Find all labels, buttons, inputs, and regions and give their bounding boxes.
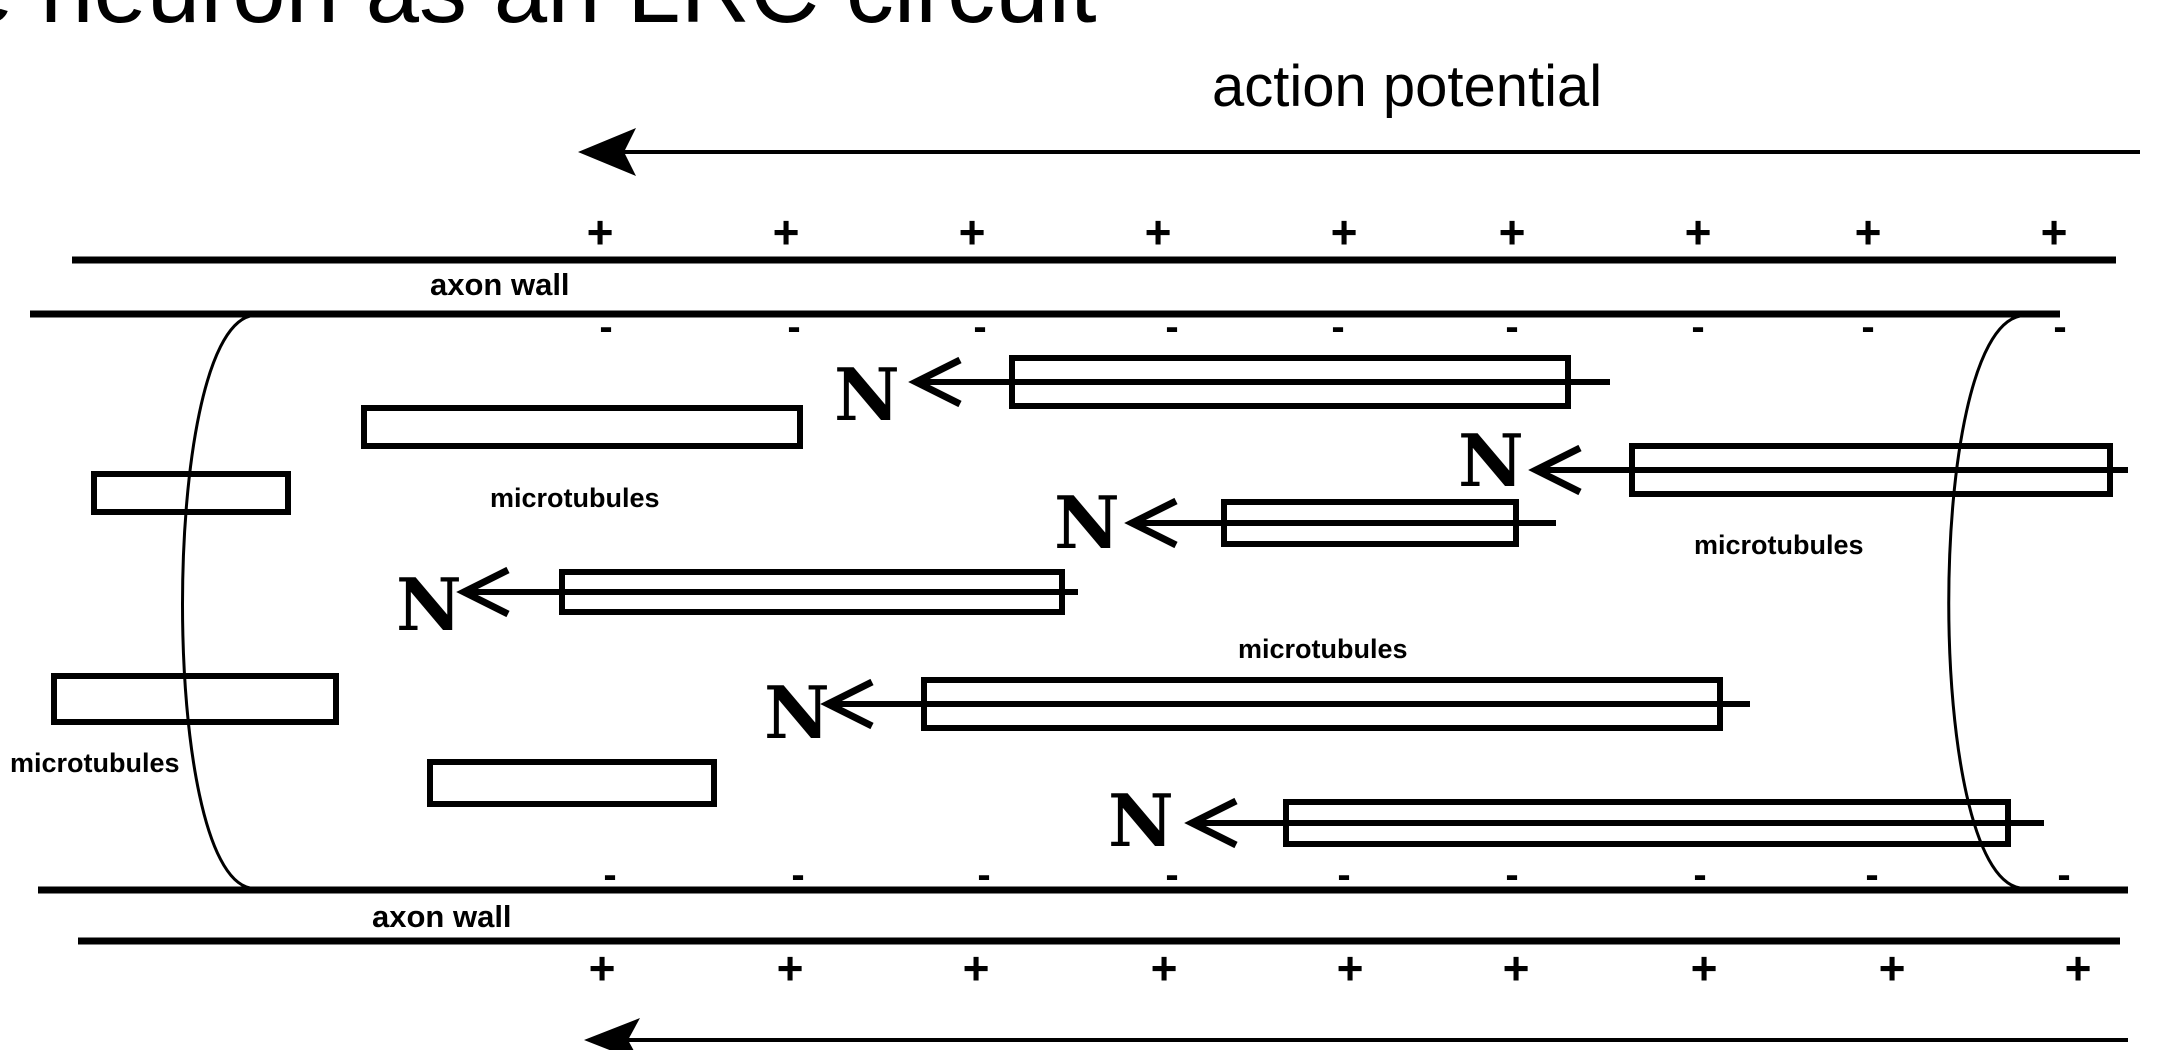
positive-charge-sign: + [1499, 206, 1526, 258]
negative-charge-sign: - [1865, 853, 1878, 897]
negative-charge-sign: - [1691, 305, 1704, 349]
north-pole-label: N [1054, 480, 1120, 565]
negative-charge-sign: - [2057, 853, 2070, 897]
charges-bottom-positive: + + + + + + + + + [589, 942, 2092, 994]
north-arrow-icon [908, 356, 962, 408]
positive-charge-sign: + [773, 206, 800, 258]
magnetized-microtubules: N N N N N N [396, 352, 2128, 863]
north-pole-label: N [764, 670, 830, 755]
microtubule-plain [361, 405, 803, 449]
north-pole-label: N [834, 352, 900, 437]
positive-charge-sign: + [1503, 942, 1530, 994]
positive-charge-sign: + [1691, 942, 1718, 994]
positive-charge-sign: + [963, 942, 990, 994]
negative-charge-sign: - [1505, 305, 1518, 349]
negative-charge-sign: - [599, 305, 612, 349]
north-arrow-icon [1184, 797, 1238, 849]
negative-charge-sign: - [1505, 853, 1518, 897]
negative-charge-sign: - [973, 305, 986, 349]
negative-charge-sign: - [1331, 305, 1344, 349]
negative-charge-sign: - [603, 853, 616, 897]
axon-wall-label-bottom: axon wall [372, 899, 512, 934]
negative-charge-sign: - [1165, 853, 1178, 897]
positive-charge-sign: + [589, 942, 616, 994]
north-arrow-icon [456, 566, 510, 618]
magnetized-microtubule: N [834, 352, 1610, 437]
negative-charge-sign: - [977, 853, 990, 897]
negative-charge-sign: - [1165, 305, 1178, 349]
positive-charge-sign: + [2041, 206, 2068, 258]
charges-top-negative: --------- [599, 305, 2066, 349]
negative-charge-sign: - [2053, 305, 2066, 349]
microtubule-plain [91, 471, 291, 515]
negative-charge-sign: - [1861, 305, 1874, 349]
magnetized-microtubule: N [1108, 778, 2044, 863]
north-pole-label: N [1108, 778, 1174, 863]
positive-charge-sign: + [1685, 206, 1712, 258]
positive-charge-sign: + [2065, 942, 2092, 994]
action-potential-label: action potential [1212, 54, 1602, 119]
charges-bottom-negative: --------- [603, 853, 2070, 897]
slide-title: e neuron as an LRC circuit [0, 0, 1097, 43]
positive-charge-sign: + [1879, 942, 1906, 994]
microtubules-label: microtubules [1238, 634, 1408, 664]
cylinder-right-end [1947, 314, 2021, 890]
positive-charge-sign: + [1331, 206, 1358, 258]
positive-charge-sign: + [959, 206, 986, 258]
negative-charge-sign: - [1337, 853, 1350, 897]
positive-charge-sign: + [1337, 942, 1364, 994]
negative-charge-sign: - [787, 305, 800, 349]
magnetized-microtubule: N [764, 670, 1750, 755]
positive-charge-sign: + [587, 206, 614, 258]
negative-charge-sign: - [1693, 853, 1706, 897]
positive-charge-sign: + [1145, 206, 1172, 258]
microtubule-plain [51, 673, 339, 725]
magnetized-microtubule: N [1458, 418, 2128, 503]
north-arrow-icon [820, 678, 874, 730]
north-pole-label: N [396, 562, 462, 647]
microtubules-label: microtubules [490, 483, 660, 513]
action-potential-arrow-bottom [584, 1018, 2128, 1055]
microtubules-label: microtubules [10, 748, 180, 778]
cylinder-left-end [181, 314, 251, 890]
microtubules-label: microtubules [1694, 530, 1864, 560]
action-potential-arrow-top [578, 128, 2140, 176]
magnetized-microtubule: N [396, 562, 1078, 647]
axon-wall-label-top: axon wall [430, 267, 570, 302]
positive-charge-sign: + [777, 942, 804, 994]
microtubule-plain [427, 759, 717, 807]
north-arrow-icon [1528, 444, 1582, 496]
positive-charge-sign: + [1151, 942, 1178, 994]
negative-charge-sign: - [791, 853, 804, 897]
magnetized-microtubule: N [1054, 480, 1556, 565]
north-pole-label: N [1458, 418, 1524, 503]
north-arrow-icon [1124, 497, 1178, 549]
positive-charge-sign: + [1855, 206, 1882, 258]
charges-top-positive: + + + + + + + + + [587, 206, 2068, 258]
